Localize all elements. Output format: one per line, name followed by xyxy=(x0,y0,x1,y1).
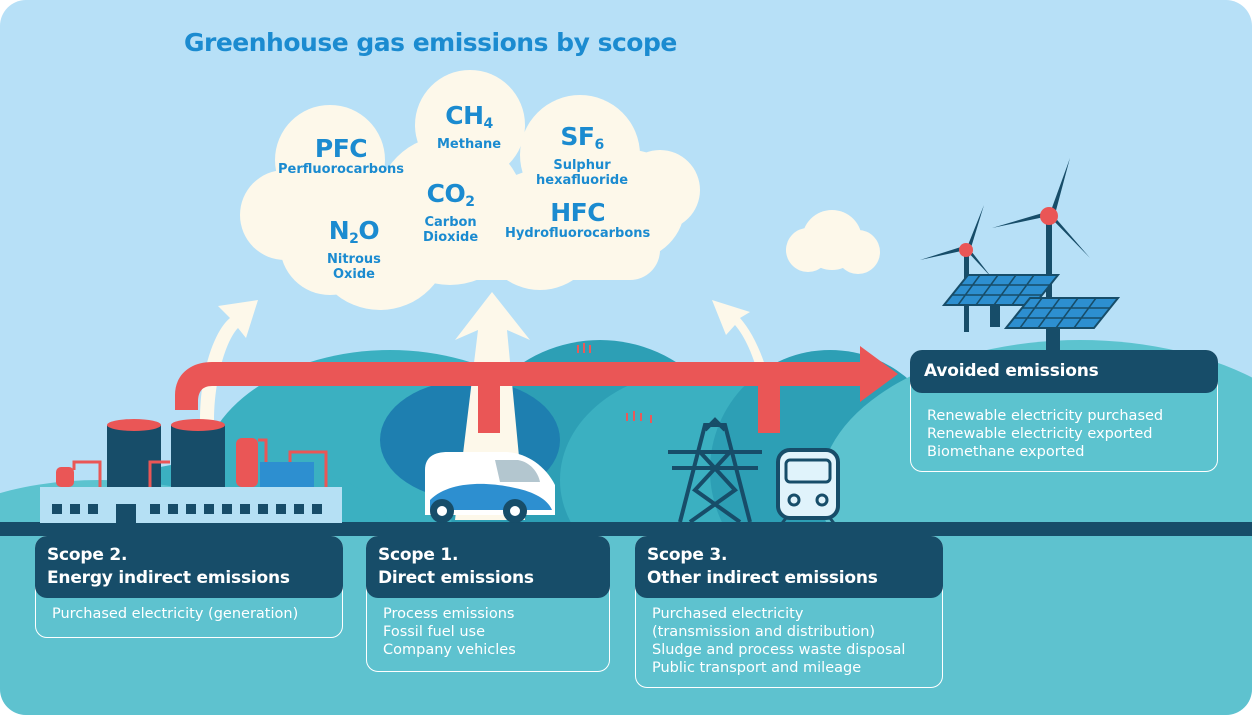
pylon-icon xyxy=(668,417,762,524)
scope-item: Fossil fuel use xyxy=(383,624,485,640)
scope-heading-line: Scope 1. xyxy=(378,545,459,565)
train-icon xyxy=(776,448,840,527)
avoided-emissions-heading: Avoided emissions xyxy=(910,350,1218,393)
gas-n2o: N2O Nitrous Oxide xyxy=(327,216,381,283)
gas-formula: PFC xyxy=(314,134,368,163)
scope-heading-line: Other indirect emissions xyxy=(647,568,878,588)
gas-formula: SF6 xyxy=(560,122,604,154)
scope-item: Process emissions xyxy=(383,606,515,622)
gas-ch4: CH4 Methane xyxy=(437,101,502,153)
gas-name: Sulphur xyxy=(553,158,611,173)
scope-heading-line: Direct emissions xyxy=(378,568,534,588)
gas-pfc: PFC Perfluorocarbons xyxy=(278,134,405,178)
avoided-item: Renewable electricity exported xyxy=(927,426,1153,442)
avoided-item: Biomethane exported xyxy=(927,444,1085,460)
scope-3-box: Scope 3. Other indirect emissions Purcha… xyxy=(635,536,943,688)
scope-heading-line: Energy indirect emissions xyxy=(47,568,290,588)
scope-heading-line: Scope 2. xyxy=(47,545,128,565)
scope-2-box: Scope 2. Energy indirect emissions Purch… xyxy=(35,536,343,638)
gas-formula: N2O xyxy=(328,216,380,248)
gas-name: hexafluoride xyxy=(536,173,629,188)
scope-1-items: Process emissions Fossil fuel use Compan… xyxy=(383,605,516,659)
avoided-emissions-box: Avoided emissions Renewable electricity … xyxy=(910,350,1218,472)
gas-name: Perfluorocarbons xyxy=(278,162,405,177)
scope-3-items: Purchased electricity (transmission and … xyxy=(652,605,905,677)
scope-1-box: Scope 1. Direct emissions Process emissi… xyxy=(366,536,610,672)
scope-item: (transmission and distribution) xyxy=(652,624,876,640)
scope-1-heading: Scope 1. Direct emissions xyxy=(366,536,610,598)
cloud-icon xyxy=(240,70,880,310)
gas-formula: HFC xyxy=(550,198,606,227)
scope-3-heading: Scope 3. Other indirect emissions xyxy=(635,536,943,598)
scope-2-heading: Scope 2. Energy indirect emissions xyxy=(35,536,343,598)
scope-2-items: Purchased electricity (generation) xyxy=(52,605,298,623)
car-icon xyxy=(425,452,555,523)
gas-name: Nitrous xyxy=(327,252,381,267)
gas-name: Oxide xyxy=(332,267,375,282)
road-line xyxy=(0,522,1252,536)
gas-formula: CO2 xyxy=(426,179,475,211)
scope-item: Sludge and process waste disposal xyxy=(652,642,906,658)
gas-co2: CO2 Carbon Dioxide xyxy=(423,179,479,246)
gas-hfc: HFC Hydrofluorocarbons xyxy=(505,198,651,242)
scope-heading-line: Scope 3. xyxy=(647,545,728,565)
solar-panel-icon xyxy=(941,274,1121,350)
scope-item: Public transport and mileage xyxy=(652,660,862,676)
gas-name: Carbon xyxy=(424,215,477,230)
avoided-emissions-items: Renewable electricity purchased Renewabl… xyxy=(927,407,1163,461)
arrow-icon xyxy=(175,346,898,433)
gas-sf6: SF6 Sulphur hexafluoride xyxy=(536,122,629,189)
scope-item: Purchased electricity (generation) xyxy=(52,606,299,622)
avoided-item: Renewable electricity purchased xyxy=(927,408,1164,424)
page-title: Greenhouse gas emissions by scope xyxy=(184,28,677,57)
scope-item: Purchased electricity xyxy=(652,606,804,622)
gas-name: Methane xyxy=(437,137,502,152)
gas-name: Hydrofluorocarbons xyxy=(505,226,651,241)
scope-item: Company vehicles xyxy=(383,642,516,658)
tiny-trees xyxy=(577,343,652,423)
gas-name: Dioxide xyxy=(423,230,479,245)
gas-formula: CH4 xyxy=(445,101,493,133)
factory-icon xyxy=(40,419,342,523)
